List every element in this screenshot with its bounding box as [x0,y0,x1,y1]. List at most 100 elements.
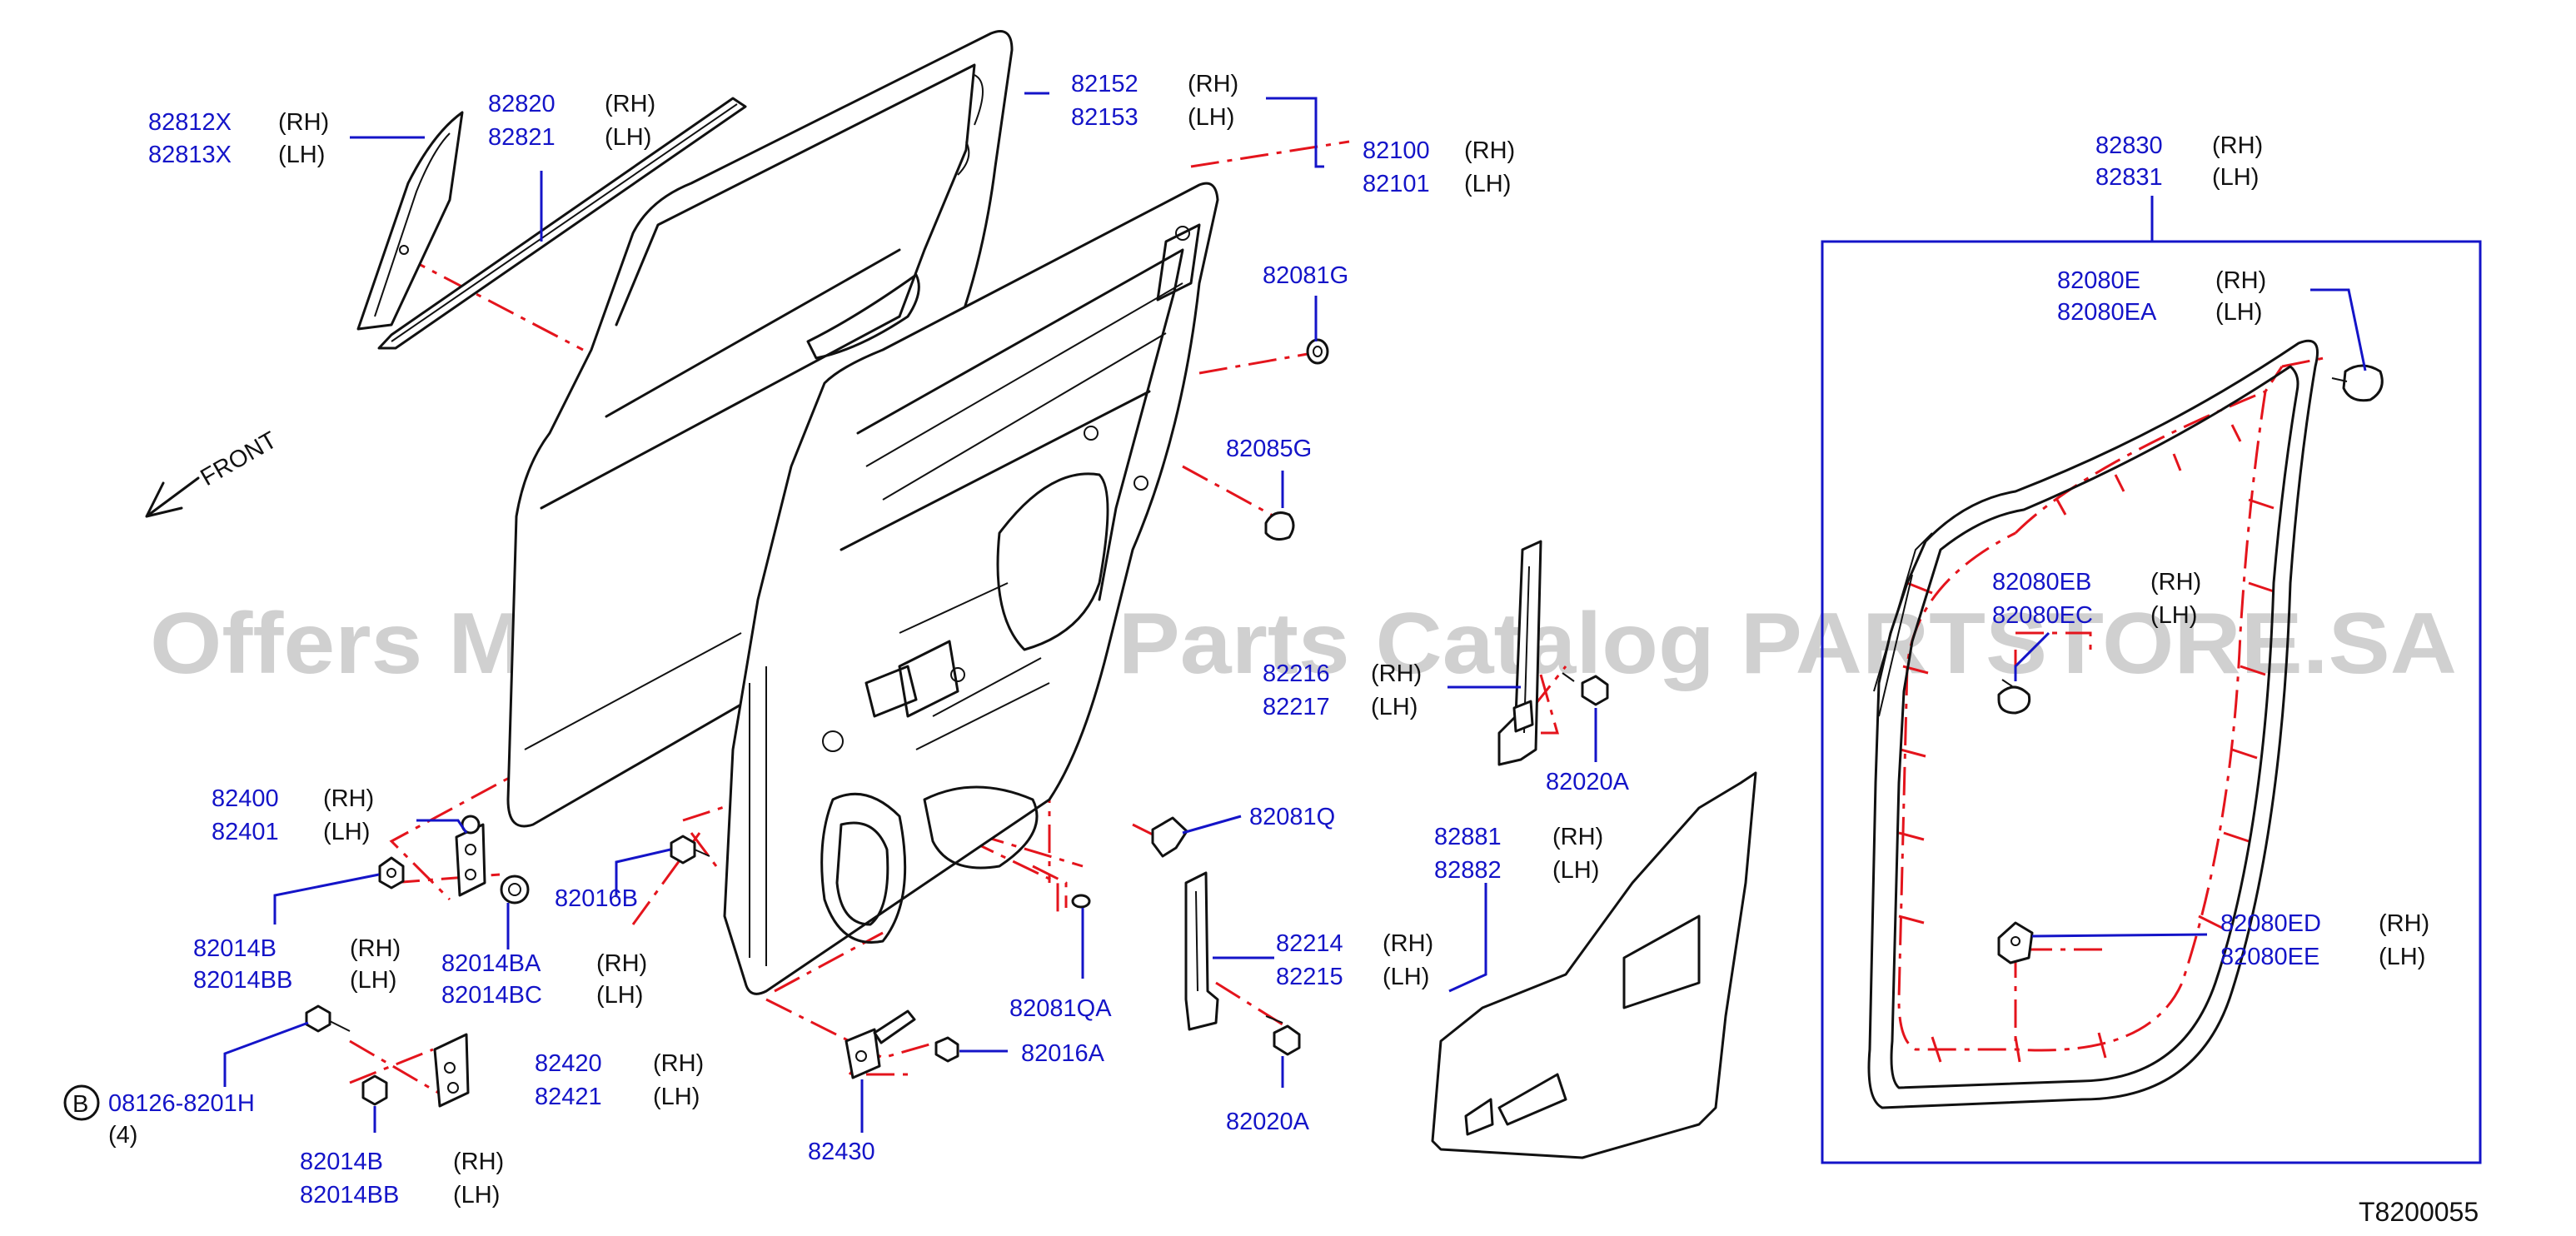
callout-82014B-top: 82014B 82014BB (RH) (LH) [193,935,401,994]
part-number: 82080ED [2220,910,2321,937]
part-number: 82882 [1434,857,1502,884]
side-lh: (LH) [323,819,370,845]
upper-hinge [455,815,486,897]
callout-82830: 82830 82831 (RH) (LH) [2095,132,2263,191]
plug-82085G [1264,511,1295,541]
callout-82080E: 82080E 82080EA (RH) (LH) [2057,267,2266,326]
side-rh: (RH) [323,785,374,812]
callout-82430: 82430 [808,1139,875,1165]
callout-82881: 82881 82882 (RH) (LH) [1434,824,1603,884]
part-number: 82153 [1071,104,1139,131]
part-number: 82014B [193,935,277,962]
part-number: 82014B [300,1149,383,1175]
callout-82081G: 82081G [1263,262,1348,289]
part-number: 82080EA [2057,299,2157,326]
side-lh: (LH) [2215,299,2262,326]
diagram-code: T8200055 [2359,1197,2479,1227]
side-rh: (RH) [2379,910,2429,937]
side-lh: (LH) [2212,164,2259,191]
leader-lines [223,92,2367,1133]
clip-82080ED [1997,921,2034,964]
callout-82214: 82214 82215 (RH) (LH) [1276,930,1433,990]
door-sash-trim [356,111,464,331]
side-rh: (RH) [1383,930,1433,957]
side-lh: (LH) [278,142,325,168]
side-rh: (RH) [605,91,655,117]
callout-82081Q: 82081Q [1249,804,1335,830]
part-number: 82152 [1071,71,1139,97]
part-number: 82014BC [441,982,542,1009]
quantity: (4) [108,1122,137,1149]
callout-82081QA: 82081QA [1009,995,1112,1022]
part-number: 82831 [2095,164,2163,191]
side-lh: (LH) [1383,964,1429,990]
door-outer-panel [506,30,1014,828]
part-number: 82014BB [300,1182,399,1209]
part-number: 82014BA [441,950,541,977]
side-rh: (RH) [278,109,329,136]
bolt-82020A-top [1562,672,1609,706]
side-rh: (RH) [596,950,647,977]
front-label: FRONT [197,426,282,491]
sealing-screen [1431,771,1757,1159]
side-lh: (LH) [1371,694,1418,720]
grommet-82081G [1306,338,1329,365]
part-number: 82421 [535,1084,602,1110]
bolt-badge-letter: B [72,1091,88,1118]
side-rh: (RH) [1188,71,1238,97]
callout-82014BA: 82014BA 82014BC (RH) (LH) [441,950,647,1009]
part-number: 82401 [212,819,279,845]
callout-08126-8201H: B 08126-8201H (4) [63,1084,255,1149]
front-direction-arrow: FRONT [145,426,282,518]
part-number: 08126-8201H [108,1090,255,1117]
bolt-82016A [934,1036,959,1063]
part-number: 82080EC [1992,602,2093,629]
callout-82080ED: 82080ED 82080EE (RH) (LH) [2220,910,2429,970]
callout-82016A: 82016A [1021,1040,1105,1067]
part-number: 82217 [1263,694,1330,720]
bolt-badge [63,1084,100,1121]
part-number: 82400 [212,785,279,812]
part-number: 82014BB [193,967,292,994]
callout-82400: 82400 82401 (RH) (LH) [212,785,374,845]
part-number: 82216 [1263,660,1330,687]
part-number: 82813X [148,142,232,168]
part-number: 82080EB [1992,569,2091,596]
callout-82016B: 82016B [555,885,638,912]
callout-82014B-bottom: 82014B 82014BB (RH) (LH) [300,1149,504,1209]
part-number: 82215 [1276,964,1343,990]
side-lh: (LH) [1464,171,1511,197]
part-number: 82821 [488,124,556,151]
hinge-nut-82014BA [500,875,530,905]
clip-82081Q [1151,816,1188,858]
lower-sash-bracket [1184,871,1219,1031]
side-rh: (RH) [1371,660,1422,687]
rear-sash-channel [1497,540,1542,766]
part-number: 82420 [535,1050,602,1077]
part-number: 82214 [1276,930,1343,957]
door-inner-panel [723,182,1219,995]
side-lh: (LH) [596,982,643,1009]
callout-82100: 82100 82101 (RH) (LH) [1363,137,1515,197]
side-rh: (RH) [1464,137,1515,164]
side-rh: (RH) [350,935,401,962]
part-number: 82820 [488,91,556,117]
part-number: 82080E [2057,267,2140,294]
side-lh: (LH) [605,124,651,151]
lower-hinge [433,1033,470,1108]
callout-82152: 82152 82153 (RH) (LH) [1071,71,1238,131]
side-lh: (LH) [1188,104,1234,131]
bolt-82020A-bottom [1265,1015,1301,1056]
callout-82820: 82820 82821 (RH) (LH) [488,91,655,151]
callout-82020A-bottom: 82020A [1226,1109,1310,1135]
hinge-nut-top [378,856,405,890]
bolt-08126 [305,1004,351,1033]
side-lh: (LH) [2379,944,2425,970]
hinge-nut-bottom [361,1074,388,1106]
door-weatherstrip [1867,339,2319,1109]
side-rh: (RH) [2212,132,2263,159]
outer-belt-moulding [377,97,747,350]
side-rh: (RH) [2150,569,2201,596]
part-number: 82101 [1363,171,1430,197]
